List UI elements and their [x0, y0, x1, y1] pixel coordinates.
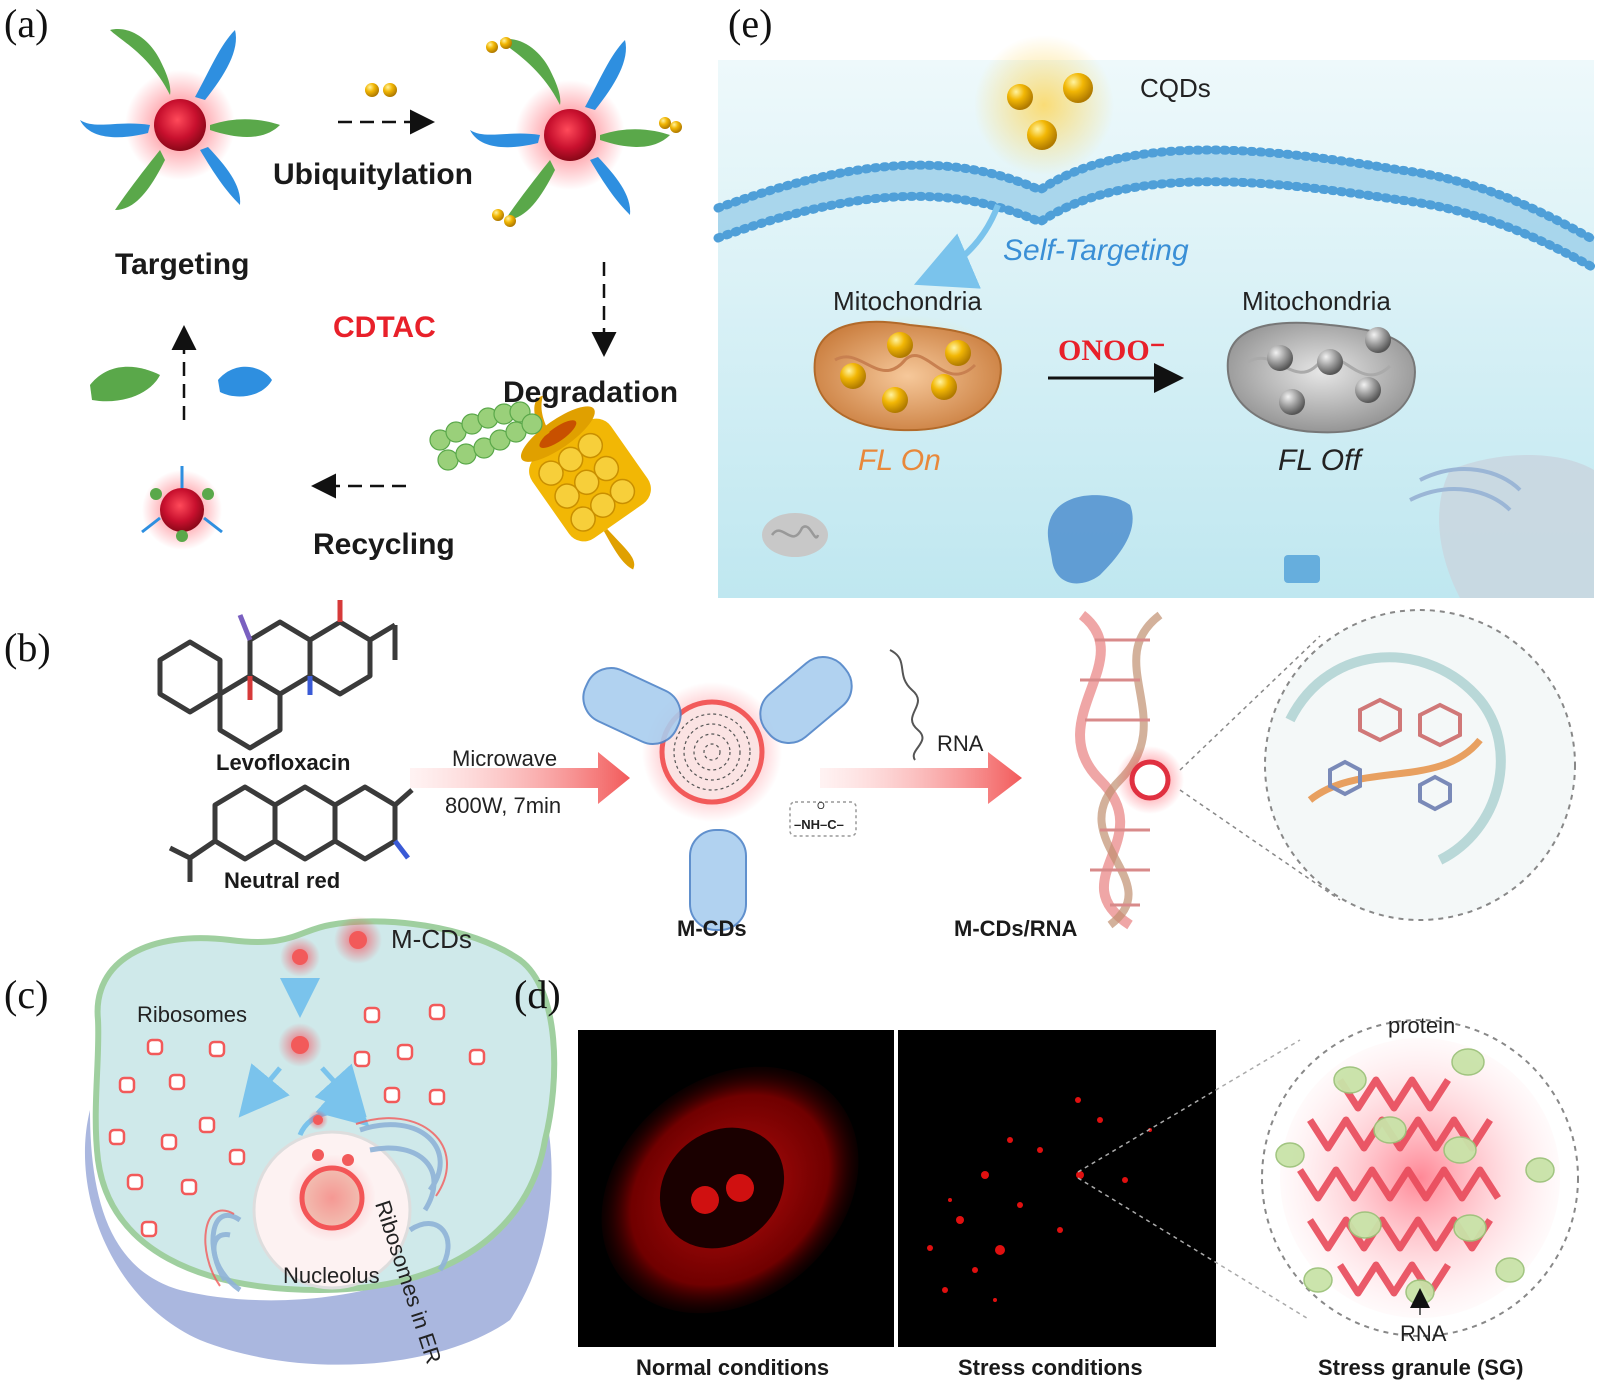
normal-cell-fluorescence [601, 1066, 859, 1314]
ribosomes-label: Ribosomes [137, 1002, 248, 1027]
onoo-label: ONOO⁻ [1058, 334, 1166, 367]
mcds-label: M-CDs [677, 916, 747, 941]
rna-label: RNA [937, 731, 984, 756]
fl-on-label: FL On [858, 444, 941, 477]
sg-rna-label: RNA [1400, 1321, 1447, 1346]
endoplasmic-reticulum [210, 1122, 451, 1293]
panel-b-artwork [157, 600, 1576, 931]
cdtac-cluster-2 [470, 37, 682, 227]
panel-c-artwork [84, 916, 558, 1365]
panel-c-tag: (c) [4, 972, 49, 1017]
normal-conditions-label: Normal conditions [636, 1355, 830, 1380]
stress-conditions-label: Stress conditions [958, 1355, 1143, 1380]
peptide-chain [429, 401, 543, 471]
mitochondria-left-label: Mitochondria [833, 286, 982, 316]
recycling-label: Recycling [313, 528, 455, 561]
mcds-particle [582, 656, 857, 931]
proteasome [520, 395, 651, 570]
panel-d-artwork [578, 1019, 1579, 1347]
cqds-label: CQDs [1140, 73, 1211, 103]
panel-d-tag: (d) [514, 972, 561, 1017]
cdtac-label: CDTAC [333, 311, 436, 344]
neutral-red-label: Neutral red [224, 868, 341, 893]
panel-b-tag: (b) [4, 625, 51, 670]
recycled-core [141, 466, 223, 550]
mitochondria-right-label: Mitochondria [1242, 286, 1391, 316]
levofloxacin-label: Levofloxacin [216, 750, 351, 775]
rna-helix [1075, 611, 1184, 930]
microwave-conditions-label: 800W, 7min [445, 793, 562, 818]
mcds-rna-label: M-CDs/RNA [954, 916, 1078, 941]
self-targeting-label: Self-Targeting [1003, 234, 1189, 267]
binding-zoom-circle [1264, 609, 1576, 921]
ubiquitylation-label: Ubiquitylation [273, 158, 473, 191]
panel-e-artwork [713, 35, 1599, 598]
panel-a-tag: (a) [4, 1, 49, 46]
stress-granule-zoom [1261, 1019, 1579, 1337]
panel-e-tag: (e) [728, 1, 773, 46]
degradation-label: Degradation [503, 376, 679, 409]
amide-label: –NH–C– [794, 817, 844, 832]
mcds-falling-label: M-CDs [391, 924, 472, 954]
stress-granule-label: Stress granule (SG) [1318, 1355, 1524, 1380]
stress-conditions-image [898, 1030, 1216, 1347]
amide-o-label: O [817, 801, 825, 812]
stress-granule-dots [927, 1097, 1152, 1302]
fl-off-label: FL Off [1278, 444, 1361, 477]
targeting-label: Targeting [115, 248, 250, 281]
ribosome-dots [108, 1003, 486, 1238]
nucleolus-label: Nucleolus [283, 1263, 380, 1288]
microwave-label: Microwave [452, 746, 558, 771]
levofloxacin-structure [157, 619, 398, 751]
cdtac-cluster-1 [80, 29, 280, 210]
panel-a-artwork [80, 29, 682, 570]
protein-label: protein [1388, 1013, 1456, 1038]
